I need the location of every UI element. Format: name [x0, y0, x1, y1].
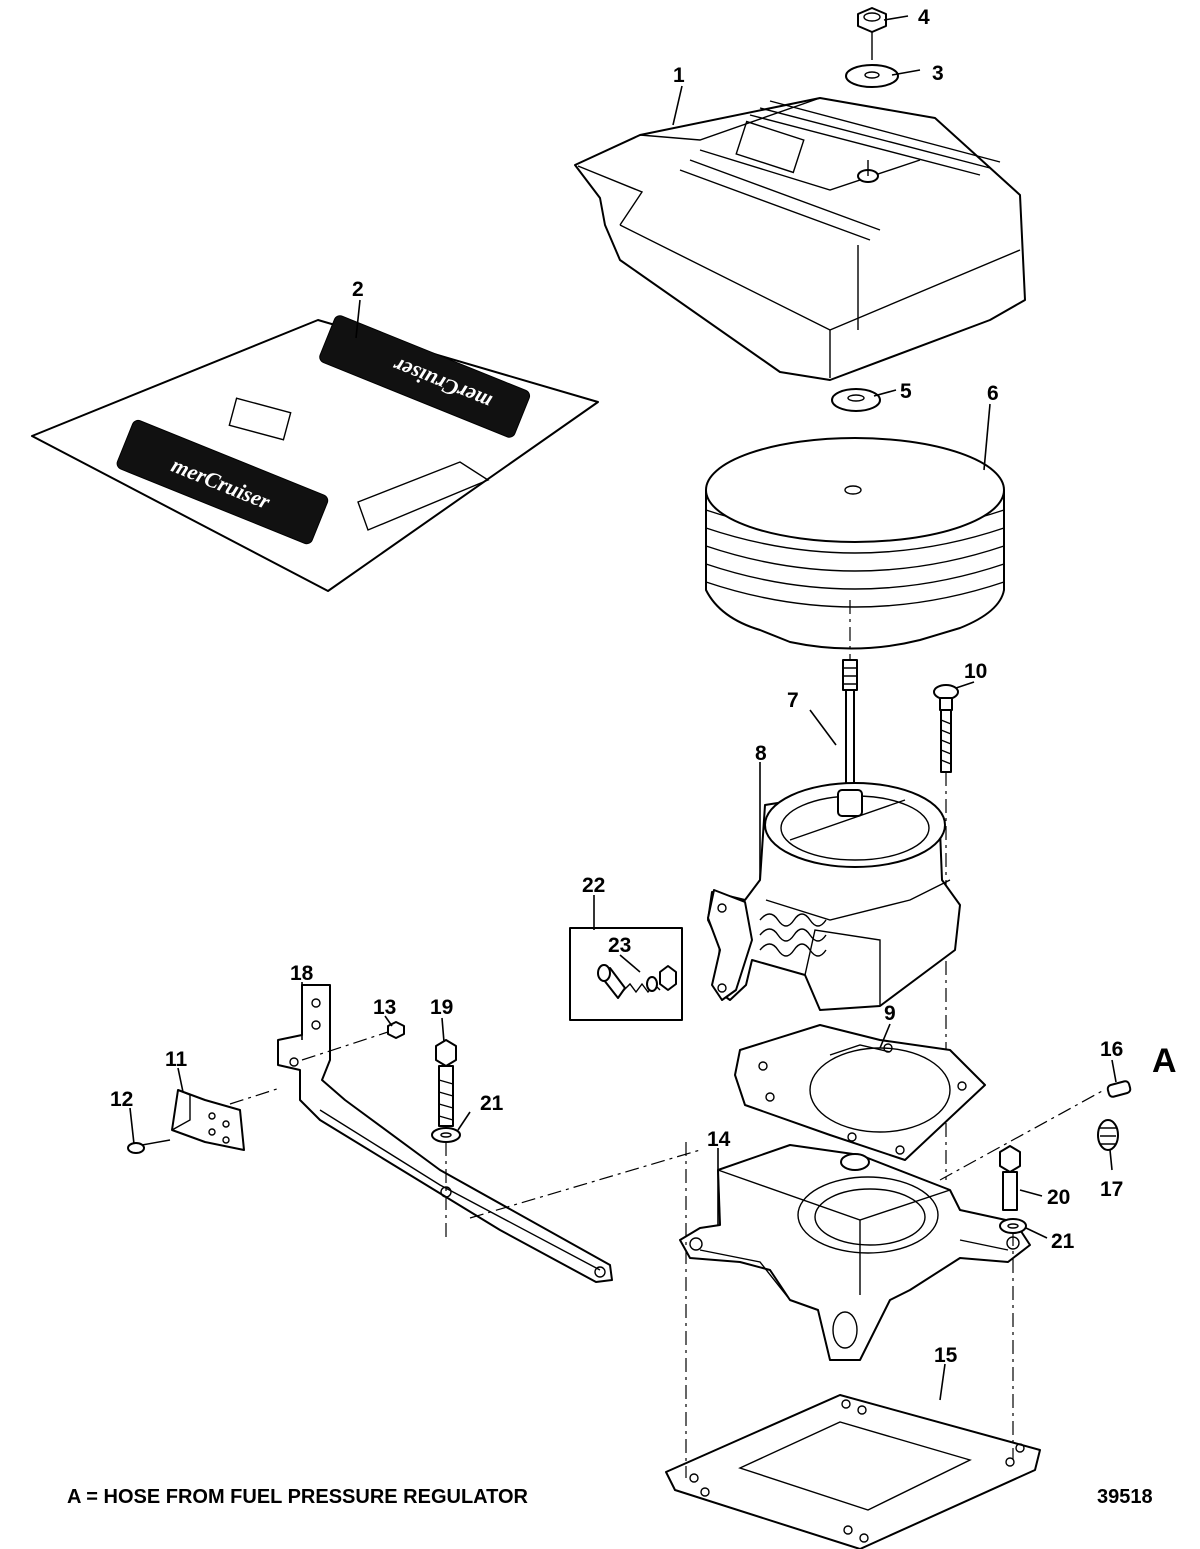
callout-13: 13 [373, 996, 396, 1019]
callout-20: 20 [1047, 1186, 1070, 1209]
figure-number: 39518 [1097, 1486, 1153, 1508]
callout-16: 16 [1100, 1038, 1123, 1061]
part-18-bracket [277, 984, 613, 1283]
callout-5: 5 [900, 380, 912, 403]
part-4-nut [857, 7, 887, 33]
callout-17: 17 [1100, 1178, 1123, 1201]
part-11-switch [171, 1089, 245, 1151]
part-19-bolt [435, 1039, 457, 1127]
callout-21-right: 21 [1051, 1230, 1075, 1253]
part-22-23-kit [569, 927, 683, 1021]
part-15-base-gasket [665, 1394, 1041, 1549]
callout-6: 6 [987, 382, 999, 405]
callout-9: 9 [884, 1002, 896, 1025]
callout-labels: 1 2 3 4 5 6 7 8 9 10 11 12 13 14 15 16 1… [110, 6, 1177, 1367]
hose-marker-a: A [1152, 1042, 1177, 1080]
callout-14: 14 [707, 1128, 731, 1151]
part-12-screw [127, 1139, 171, 1154]
part-8-throttle-body [707, 782, 961, 1011]
part-9-gasket [734, 1024, 986, 1161]
callout-12: 12 [110, 1088, 133, 1111]
part-20-bolt [999, 1145, 1021, 1211]
part-21-washer-right [999, 1218, 1027, 1234]
callout-1: 1 [673, 64, 685, 87]
callout-4: 4 [918, 6, 930, 29]
part-5-grommet [831, 388, 881, 412]
part-6-flame-arrestor [705, 437, 1005, 650]
callout-3: 3 [932, 62, 944, 85]
throttle-spring [759, 913, 827, 957]
callout-7: 7 [787, 689, 799, 712]
part-10-screw [933, 684, 959, 1180]
part-16-fitting [1106, 1080, 1132, 1098]
callout-10: 10 [964, 660, 987, 683]
callout-8: 8 [755, 742, 767, 765]
part-3-washer [845, 32, 899, 88]
callout-2: 2 [352, 278, 364, 301]
leader-lines [129, 15, 1117, 1401]
part-17-plug [1097, 1119, 1119, 1151]
callout-19: 19 [430, 996, 453, 1019]
centerlines [229, 1031, 1105, 1478]
legend-note: A = HOSE FROM FUEL PRESSURE REGULATOR [67, 1486, 529, 1508]
callout-22: 22 [582, 874, 605, 897]
part-21-washer-left [431, 1127, 461, 1240]
part-2-decal: merCruiser merCruiser [31, 315, 599, 592]
part-1-cover [574, 97, 1026, 381]
callout-11: 11 [165, 1048, 188, 1071]
callout-18: 18 [290, 962, 314, 985]
callout-15: 15 [934, 1344, 958, 1367]
part-14-adapter [679, 1144, 1031, 1361]
callout-21-left: 21 [480, 1092, 504, 1115]
callout-23: 23 [608, 934, 631, 957]
